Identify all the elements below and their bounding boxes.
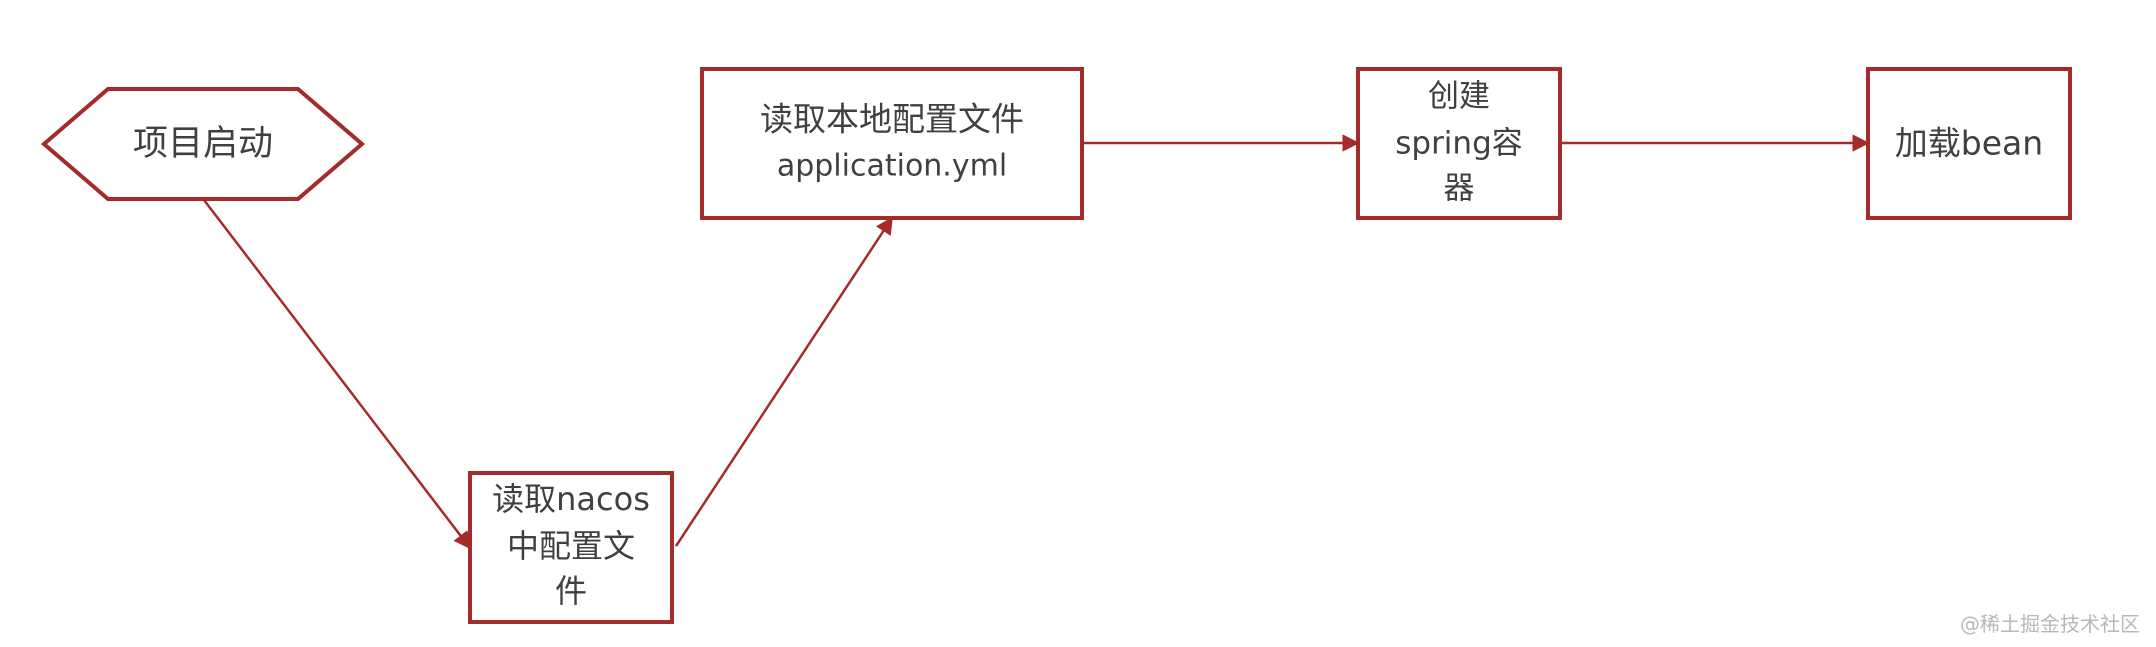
node-read-nacos-line-2: 中配置文 [507, 527, 635, 565]
node-read-nacos-line-1: 读取nacos [492, 480, 650, 518]
node-load-bean: 加载bean [1866, 67, 2072, 220]
edge-start-to-nacos [203, 199, 472, 550]
node-start-label: 项目启动 [133, 124, 273, 164]
edge-nacos-to-local [674, 216, 894, 547]
watermark-text: @稀土掘金技术社区 [1960, 612, 2140, 636]
hexagon-shape [40, 87, 366, 201]
box-shape [1866, 67, 2072, 220]
node-read-local-line-1: 读取本地配置文件 [760, 100, 1024, 139]
node-read-nacos: 读取nacos 中配置文 件 [468, 471, 674, 624]
box-shape [1356, 67, 1562, 220]
node-read-nacos-line-3: 件 [555, 572, 587, 610]
node-start: 项目启动 [40, 87, 366, 201]
box-shape [468, 471, 674, 624]
node-create-spring: 创建 spring容 器 [1356, 67, 1562, 220]
node-read-local: 读取本地配置文件 application.yml [700, 67, 1084, 220]
box-shape [700, 67, 1084, 220]
node-create-spring-line-2: spring容 [1395, 126, 1523, 162]
node-read-local-line-2: application.yml [777, 149, 1007, 184]
node-create-spring-line-3: 器 [1444, 171, 1475, 207]
node-load-bean-label: 加载bean [1895, 124, 2043, 163]
node-create-spring-line-1: 创建 [1428, 79, 1490, 115]
